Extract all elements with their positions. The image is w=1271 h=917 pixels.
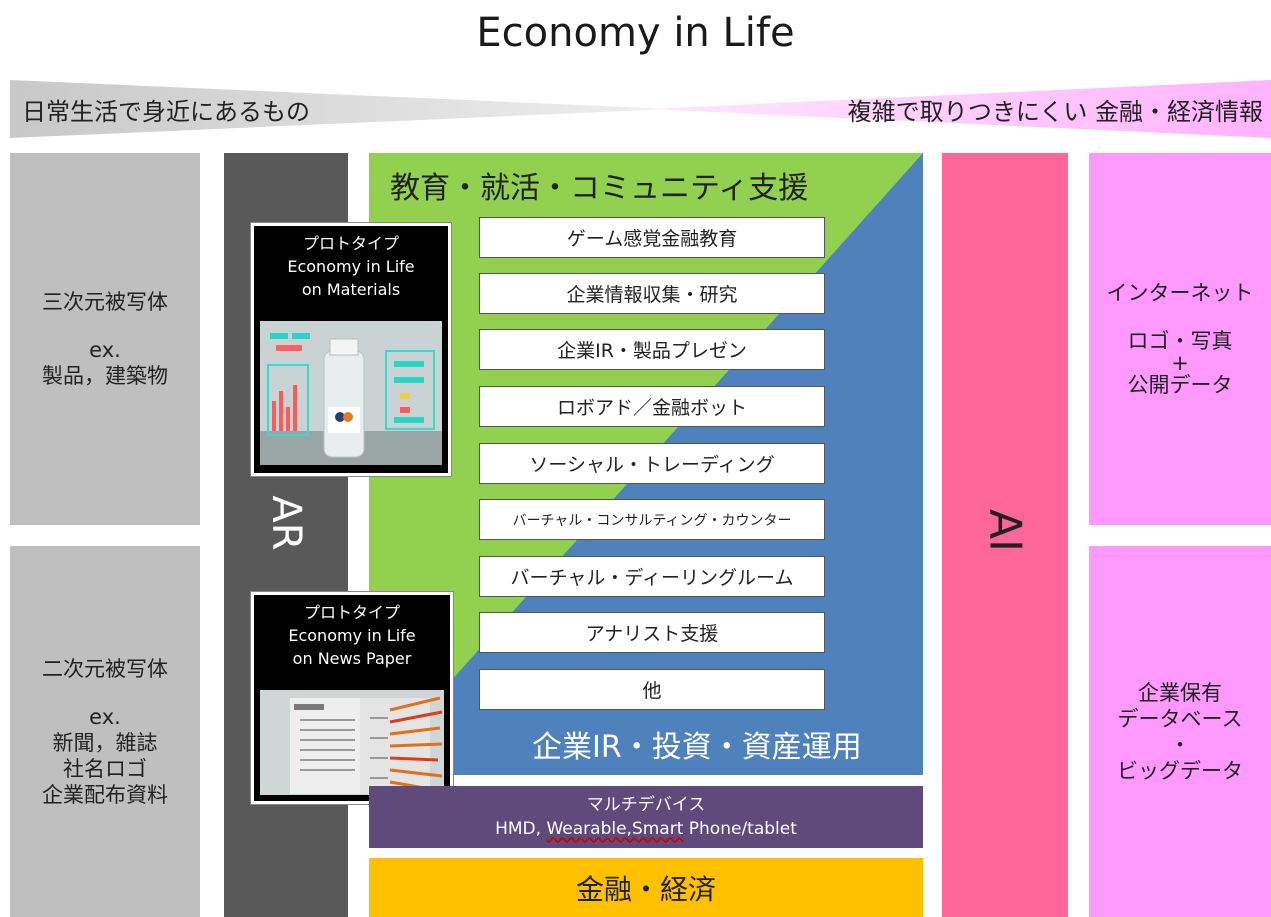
service-item: ロボアド／金融ボット [479, 386, 825, 427]
two-d-subject-box: 二次元被写体 ex. 新聞，雑誌 社名ロゴ 企業配布資料 [10, 546, 200, 917]
prototype-variant: on Materials [301, 280, 401, 299]
three-d-subject-title: 三次元被写体 [42, 290, 168, 314]
service-item: 企業IR・製品プレゼン [479, 329, 825, 370]
plus-sign: + [1171, 351, 1189, 375]
ai-label: AI [979, 508, 1031, 553]
service-item: アナリスト支援 [479, 612, 825, 653]
page-title: Economy in Life [476, 10, 795, 56]
banner-right-label: 複雑で取りつきにくい 金融・経済情報 [847, 98, 1263, 126]
prototype-newspaper-card: プロトタイプ Economy in Life on News Paper [251, 592, 453, 804]
two-d-subject-example: 社名ロゴ [63, 756, 147, 781]
service-item: 企業情報収集・研究 [479, 273, 825, 314]
ai-column [942, 153, 1068, 917]
finance-economy-box: 金融・経済 [369, 858, 923, 917]
company-owned-label: 企業保有 [1138, 680, 1222, 705]
internet-data-box: インターネット ロゴ・写真 + 公開データ [1089, 153, 1271, 525]
gradient-banner [10, 80, 1271, 138]
ir-investment-label: 企業IR・投資・資産運用 [532, 730, 862, 765]
multidevice-title: マルチデバイス [586, 795, 706, 815]
multidevice-devices-prefix: HMD, [495, 819, 547, 839]
service-item: ゲーム感覚金融教育 [479, 217, 825, 258]
prototype-name: Economy in Life [287, 257, 415, 276]
internet-label: インターネット [1106, 281, 1254, 305]
banner-left-label: 日常生活で身近にあるもの [22, 98, 310, 126]
prototype-label: プロトタイプ [302, 234, 399, 253]
multidevice-box: マルチデバイス HMD, Wearable,Smart Phone/tablet [369, 786, 923, 848]
two-d-subject-example: 企業配布資料 [42, 782, 168, 807]
company-data-box: 企業保有 データベース ・ ビッグデータ [1089, 546, 1271, 917]
public-data-label: 公開データ [1127, 373, 1233, 397]
three-d-subject-example: 製品，建築物 [42, 364, 168, 388]
separator-dot: ・ [1169, 732, 1191, 757]
multidevice-devices-suffix: Phone/tablet [683, 819, 797, 839]
prototype-materials-photo [260, 321, 442, 465]
multidevice-devices-wearable: Wearable,Smart [546, 819, 684, 839]
prototype-materials-card: プロトタイプ Economy in Life on Materials [251, 223, 451, 476]
prototype-variant: on News Paper [292, 649, 412, 668]
education-support-label: 教育・就活・コミュニティ支援 [390, 171, 809, 206]
big-data-label: ビッグデータ [1117, 758, 1243, 783]
two-d-subject-example: 新聞，雑誌 [52, 730, 158, 755]
prototype-newspaper-photo [260, 690, 444, 795]
service-item: 他 [479, 669, 825, 710]
three-d-subject-box: 三次元被写体 ex. 製品，建築物 [10, 153, 200, 525]
service-item: バーチャル・コンサルティング・カウンター [479, 499, 825, 540]
prototype-label: プロトタイプ [303, 603, 400, 622]
three-d-subject-ex: ex. [89, 338, 121, 362]
ar-label: AR [263, 495, 309, 551]
logo-photo-label: ロゴ・写真 [1127, 329, 1233, 353]
database-label: データベース [1117, 706, 1243, 731]
service-item: ソーシャル・トレーディング [479, 443, 825, 484]
two-d-subject-title: 二次元被写体 [42, 656, 168, 681]
two-d-subject-ex: ex. [89, 704, 121, 729]
prototype-name: Economy in Life [288, 626, 416, 645]
service-item: バーチャル・ディーリングルーム [479, 556, 825, 597]
